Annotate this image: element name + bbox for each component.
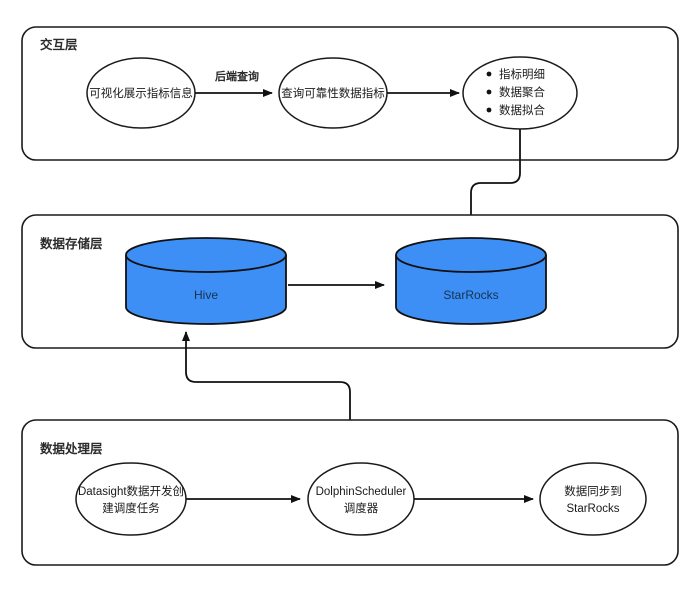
node-visualization-label: 可视化展示指标信息 <box>89 86 193 100</box>
layer-storage-label: 数据存储层 <box>39 236 103 251</box>
node-starrocks-label: StarRocks <box>443 288 498 302</box>
node-query-label: 查询可靠性数据指标 <box>281 86 385 100</box>
edge-dolphin-to-hive <box>182 331 351 420</box>
node-hive[interactable]: Hive <box>125 237 287 325</box>
node-visualization[interactable]: 可视化展示指标信息 <box>86 57 196 129</box>
node-sync-starrocks-label-line1: 数据同步到 <box>564 484 622 498</box>
node-starrocks-top[interactable] <box>395 237 547 273</box>
node-starrocks-body[interactable] <box>395 255 547 325</box>
bullet-dot-icon <box>486 107 492 113</box>
bullet-dot-icon <box>486 89 492 95</box>
layer-processing: 数据处理层 Datasight数据开发创 建调度任务 DolphinSchedu… <box>21 419 679 566</box>
node-hive-top[interactable] <box>125 237 287 273</box>
node-dolphinscheduler-shape[interactable] <box>307 462 415 536</box>
node-sync-starrocks[interactable]: 数据同步到 StarRocks <box>539 462 647 536</box>
layer-storage-box <box>21 214 679 349</box>
node-dolphinscheduler-label-line2: 调度器 <box>344 501 379 515</box>
node-hive-label: Hive <box>194 288 218 302</box>
node-starrocks[interactable]: StarRocks <box>395 237 547 325</box>
node-dolphinscheduler[interactable]: DolphinScheduler 调度器 <box>307 462 415 536</box>
node-metrics-bullet-2: 数据聚合 <box>499 85 545 99</box>
node-dolphinscheduler-label-line1: DolphinScheduler <box>316 486 407 498</box>
edge-viz-to-query-label: 后端查询 <box>215 69 259 83</box>
node-query[interactable]: 查询可靠性数据指标 <box>278 57 388 129</box>
node-metrics-bullet-1: 指标明细 <box>499 67 545 81</box>
bullet-dot-icon <box>486 71 492 77</box>
edge-metrics-to-starrocks <box>467 129 521 234</box>
node-datasight-shape[interactable] <box>75 462 187 536</box>
layer-interaction-label: 交互层 <box>40 37 78 52</box>
layer-interaction: 交互层 可视化展示指标信息 后端查询 查询可靠性数据指标 <box>21 26 679 161</box>
layer-processing-label: 数据处理层 <box>39 441 103 456</box>
layer-storage: 数据存储层 Hive StarRocks <box>21 214 679 349</box>
node-sync-starrocks-shape[interactable] <box>539 462 647 536</box>
node-metrics[interactable]: 指标明细 数据聚合 数据拟合 <box>462 56 578 130</box>
node-datasight-label-line1: Datasight数据开发创 <box>78 484 184 498</box>
node-datasight-label-line2: 建调度任务 <box>102 501 160 515</box>
node-hive-body[interactable] <box>125 255 287 325</box>
node-sync-starrocks-label-line2: StarRocks <box>566 503 619 515</box>
node-datasight[interactable]: Datasight数据开发创 建调度任务 <box>75 462 187 536</box>
edge-viz-to-query: 后端查询 <box>195 69 273 97</box>
node-metrics-bullet-3: 数据拟合 <box>499 103 545 117</box>
